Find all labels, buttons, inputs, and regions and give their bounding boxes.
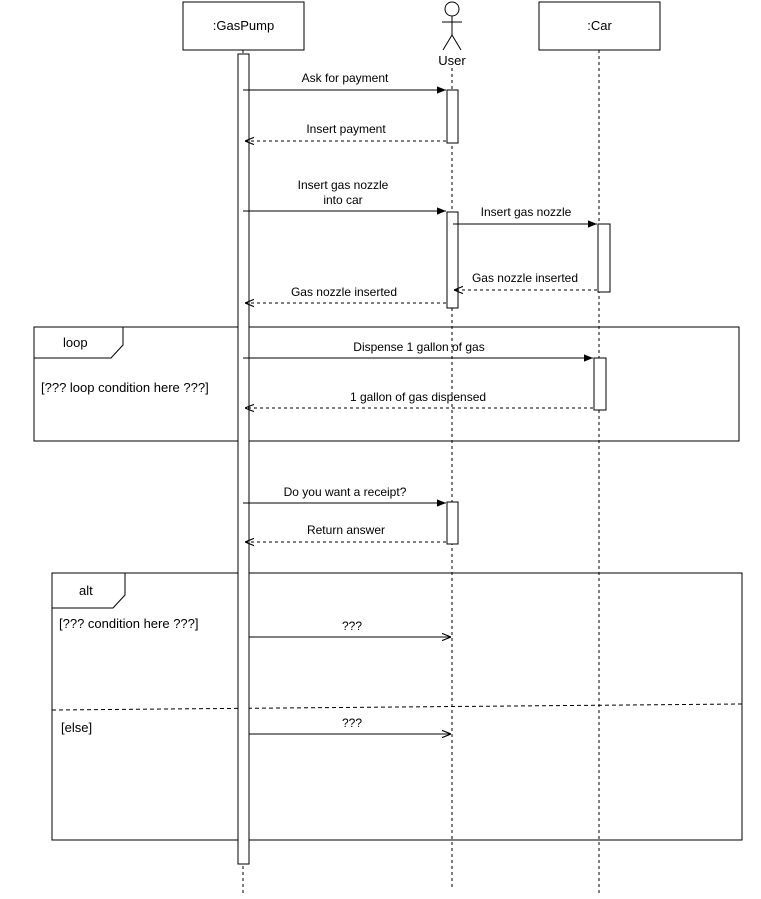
loop-guard: [??? loop condition here ???] (41, 380, 209, 395)
message-insert-payment: Insert payment (245, 122, 446, 141)
participant-car-label: :Car (587, 18, 612, 33)
message-ask-payment: Ask for payment (243, 71, 446, 94)
message-alt-1: ??? (249, 619, 451, 637)
activation-user-3 (446, 501, 459, 545)
alt-guard-1: [??? condition here ???] (59, 616, 199, 631)
message-return-answer: Return answer (245, 523, 446, 542)
loop-operator-label: loop (63, 335, 88, 350)
message-dispense: Dispense 1 gallon of gas (243, 340, 593, 362)
message-dispensed: 1 gallon of gas dispensed (245, 390, 593, 408)
message-dispense-label: Dispense 1 gallon of gas (353, 340, 484, 354)
message-dispensed-label: 1 gallon of gas dispensed (350, 390, 486, 404)
alt-guard-2: [else] (61, 720, 92, 735)
message-alt-1-label: ??? (342, 619, 362, 633)
message-nozzle-inserted-car: Gas nozzle inserted (454, 271, 597, 290)
message-ask-payment-label: Ask for payment (302, 71, 389, 85)
loop-fragment: loop [??? loop condition here ???] (33, 326, 740, 442)
activation-car-1 (597, 223, 611, 293)
message-alt-2: ??? (249, 716, 451, 734)
message-insert-nozzle-car-label: Insert gas nozzle (481, 205, 572, 219)
message-nozzle-inserted-car-label: Gas nozzle inserted (472, 271, 578, 285)
message-return-answer-label: Return answer (307, 523, 385, 537)
message-insert-payment-label: Insert payment (306, 122, 386, 136)
message-insert-nozzle: Insert gas nozzle into car (243, 178, 446, 215)
message-insert-nozzle-car: Insert gas nozzle (453, 205, 597, 228)
participant-user: User (438, 1, 466, 68)
alt-separator (51, 703, 743, 711)
participant-gaspump: :GasPump (182, 1, 305, 51)
message-receipt-question-label: Do you want a receipt? (284, 485, 407, 499)
activation-car-2 (593, 357, 607, 411)
activation-user-2 (446, 211, 459, 309)
actor-icon (442, 1, 462, 51)
message-alt-2-label: ??? (342, 716, 362, 730)
activation-gaspump (237, 53, 250, 865)
message-nozzle-inserted-user: Gas nozzle inserted (245, 285, 446, 303)
participant-car: :Car (538, 1, 661, 51)
participant-gaspump-label: :GasPump (213, 18, 274, 33)
message-nozzle-inserted-user-label: Gas nozzle inserted (291, 285, 397, 299)
alt-fragment: alt [??? condition here ???] [else] (51, 572, 743, 841)
message-receipt-question: Do you want a receipt? (243, 485, 446, 507)
message-insert-nozzle-label-2: into car (323, 193, 362, 207)
message-insert-nozzle-label-1: Insert gas nozzle (298, 178, 389, 192)
alt-operator-label: alt (79, 583, 93, 598)
participant-user-label: User (438, 53, 466, 68)
activation-user-1 (446, 89, 459, 144)
